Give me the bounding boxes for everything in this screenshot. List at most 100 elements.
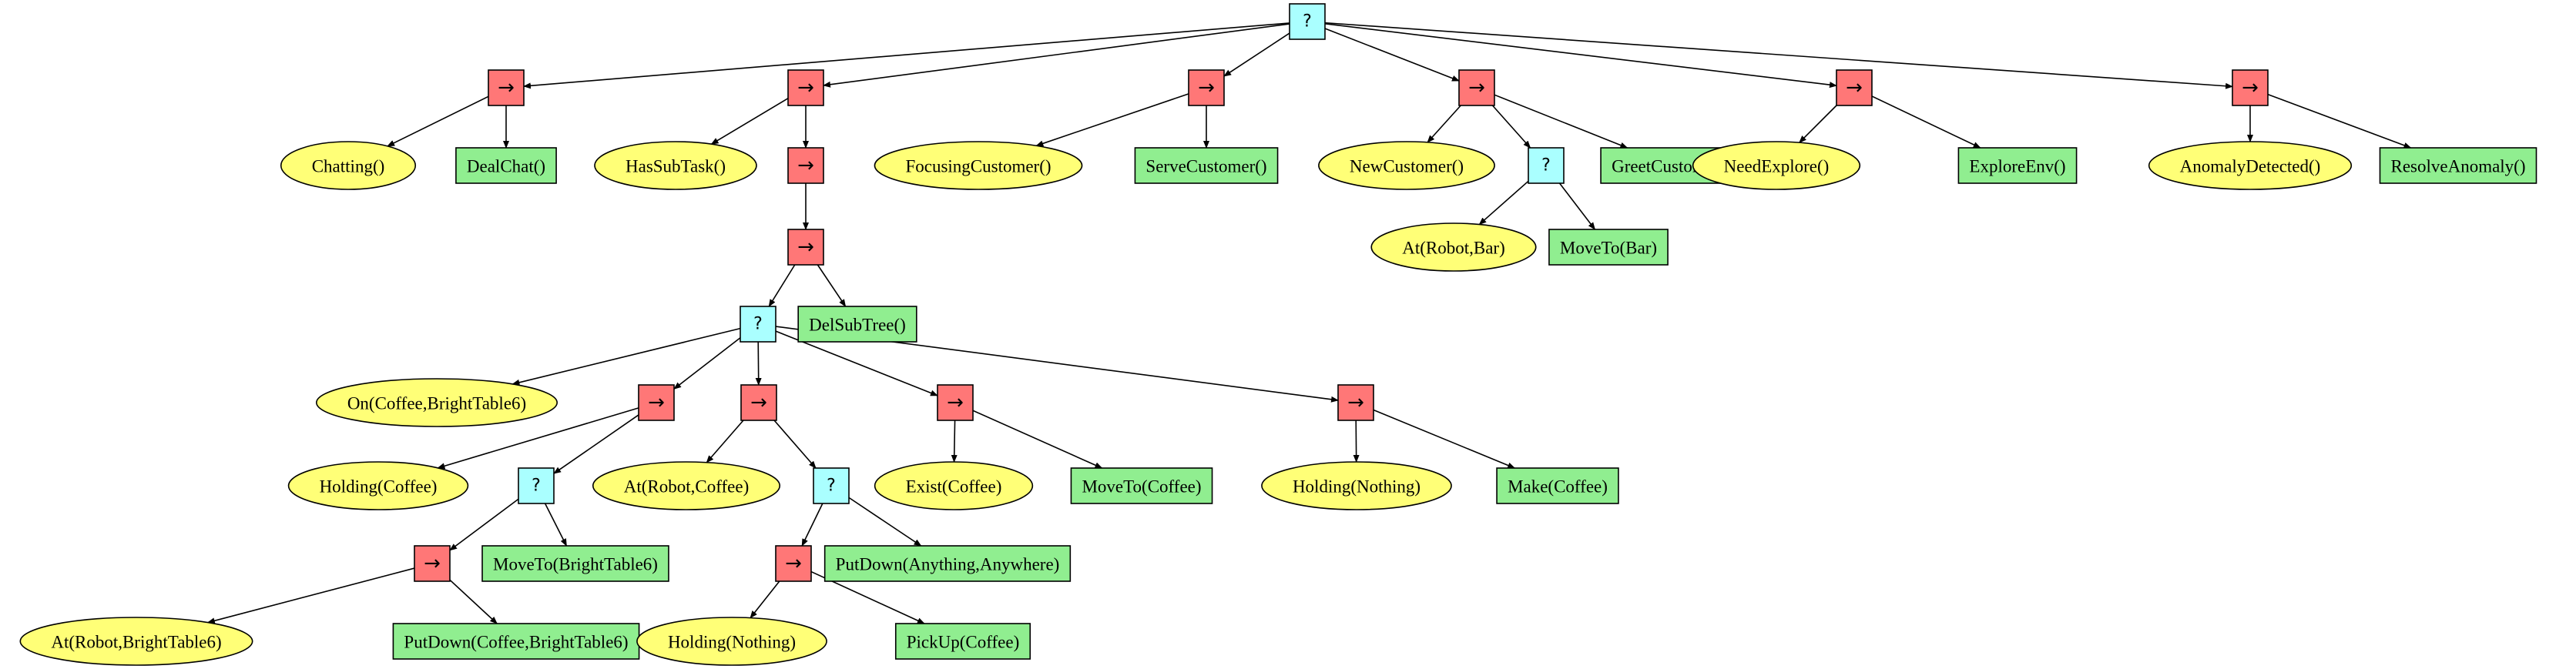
condition-shape bbox=[1261, 461, 1452, 510]
condition-shape bbox=[19, 617, 253, 666]
action-node: MoveTo(BrightTable6) bbox=[481, 545, 669, 582]
sequence-shape bbox=[638, 384, 675, 421]
sequence-symbol: → bbox=[947, 391, 964, 414]
condition-shape bbox=[1318, 141, 1495, 190]
selector-node: ? bbox=[1289, 3, 1326, 40]
edge-seq_make-to-a_make bbox=[1373, 409, 1516, 469]
condition-shape bbox=[2148, 141, 2353, 190]
condition-label: At(Robot,Coffee) bbox=[624, 477, 749, 497]
sequence-node: → bbox=[775, 545, 812, 582]
condition-node: Holding(Nothing) bbox=[636, 617, 827, 666]
selector-node: ? bbox=[740, 306, 776, 343]
condition-label: At(Robot,BrightTable6) bbox=[51, 633, 221, 652]
edge-sel_greet-to-a_movebar bbox=[1558, 182, 1596, 230]
action-label: MoveTo(BrightTable6) bbox=[493, 555, 658, 574]
edge-sel_pick-to-seq_pickup bbox=[801, 503, 823, 547]
sequence-node: → bbox=[1188, 69, 1225, 106]
sequence-symbol: → bbox=[797, 236, 814, 259]
action-node: ResolveAnomaly() bbox=[2379, 147, 2537, 184]
sequence-symbol: → bbox=[1468, 76, 1485, 99]
selector-shape bbox=[1528, 147, 1565, 184]
sequence-symbol: → bbox=[750, 391, 767, 414]
action-label: MoveTo(Coffee) bbox=[1082, 477, 1201, 497]
edge-sel_main-to-c_oncoffee bbox=[512, 327, 741, 386]
condition-label: AnomalyDetected() bbox=[2180, 157, 2321, 176]
action-shape bbox=[797, 306, 917, 343]
condition-shape bbox=[594, 141, 757, 190]
sequence-symbol: → bbox=[424, 552, 441, 575]
sequence-shape bbox=[937, 384, 974, 421]
action-shape bbox=[1134, 147, 1279, 184]
edge-root-to-seq_chat bbox=[523, 22, 1290, 89]
action-node: Make(Coffee) bbox=[1496, 467, 1619, 504]
action-label: DelSubTree() bbox=[809, 316, 906, 335]
edge-seq_greet-to-a_greet bbox=[1494, 94, 1628, 149]
condition-label: FocusingCustomer() bbox=[905, 157, 1051, 176]
edge-sel_main-to-seq_place bbox=[673, 337, 741, 390]
sequence-shape bbox=[787, 229, 824, 266]
sequence-node: → bbox=[488, 69, 525, 106]
selector-symbol: ? bbox=[753, 315, 763, 334]
action-label: PutDown(Anything,Anywhere) bbox=[836, 555, 1060, 574]
selector-symbol: ? bbox=[532, 477, 541, 496]
action-node: ServeCustomer() bbox=[1134, 147, 1279, 184]
action-node: DelSubTree() bbox=[797, 306, 917, 343]
action-label: ServeCustomer() bbox=[1145, 157, 1266, 176]
sequence-node: → bbox=[787, 69, 824, 106]
sequence-shape bbox=[787, 69, 824, 106]
selector-node: ? bbox=[1528, 147, 1565, 184]
condition-node: Chatting() bbox=[280, 141, 417, 190]
sequence-shape bbox=[488, 69, 525, 106]
condition-label: At(Robot,Bar) bbox=[1402, 239, 1505, 258]
edge-root-to-seq_anomaly bbox=[1324, 22, 2233, 89]
selector-shape bbox=[740, 306, 776, 343]
sequence-shape bbox=[414, 545, 451, 582]
sequence-symbol: → bbox=[498, 76, 515, 99]
condition-shape bbox=[592, 461, 781, 510]
edge-seq_greet-to-c_newcustomer bbox=[1427, 105, 1461, 143]
selector-shape bbox=[813, 467, 850, 504]
edge-root-to-seq_subtask bbox=[823, 23, 1290, 88]
edge-seq_serve-to-c_focusing bbox=[1035, 93, 1189, 147]
selector-shape bbox=[518, 467, 555, 504]
edge-root-to-seq_serve bbox=[1223, 32, 1290, 77]
condition-node: NeedExplore() bbox=[1692, 141, 1861, 190]
condition-shape bbox=[287, 461, 469, 510]
edge-seq_sub2-to-sel_main bbox=[768, 264, 796, 307]
action-shape bbox=[1957, 147, 2078, 184]
selector-node: ? bbox=[518, 467, 555, 504]
condition-label: Holding(Nothing) bbox=[1293, 477, 1420, 497]
sequence-symbol: → bbox=[648, 391, 665, 414]
sequence-shape bbox=[775, 545, 812, 582]
sequence-node: → bbox=[2232, 69, 2269, 106]
condition-node: HasSubTask() bbox=[594, 141, 757, 190]
sequence-symbol: → bbox=[1347, 391, 1364, 414]
edge-sel_pick-to-a_putdownany bbox=[848, 497, 922, 547]
condition-node: On(Coffee,BrightTable6) bbox=[316, 378, 558, 427]
sequence-shape bbox=[740, 384, 777, 421]
sequence-symbol: → bbox=[797, 76, 814, 99]
selector-node: ? bbox=[813, 467, 850, 504]
edge-seq_pickup-to-c_holdnothing2 bbox=[750, 580, 780, 619]
sequence-node: → bbox=[787, 229, 824, 266]
edge-seq_make-to-c_holdnothing bbox=[1353, 420, 1360, 463]
edge-seq_fetch-to-c_atcoffee bbox=[706, 420, 744, 463]
sequence-node: → bbox=[740, 384, 777, 421]
sequence-symbol: → bbox=[797, 154, 814, 177]
condition-node: At(Robot,Coffee) bbox=[592, 461, 781, 510]
action-node: PutDown(Coffee,BrightTable6) bbox=[392, 623, 640, 660]
edge-seq_put-to-a_putdown bbox=[449, 579, 498, 624]
edges bbox=[206, 22, 2412, 624]
action-shape bbox=[2379, 147, 2537, 184]
edge-seq_greet-to-sel_greet bbox=[1491, 105, 1531, 149]
action-shape bbox=[1548, 229, 1669, 266]
sequence-shape bbox=[1337, 384, 1374, 421]
action-label: PickUp(Coffee) bbox=[907, 633, 1019, 652]
sequence-symbol: → bbox=[1846, 76, 1863, 99]
condition-node: Holding(Nothing) bbox=[1261, 461, 1452, 510]
action-label: MoveTo(Bar) bbox=[1560, 239, 1657, 258]
sequence-node: → bbox=[787, 147, 824, 184]
sequence-shape bbox=[1836, 69, 1873, 106]
action-shape bbox=[455, 147, 557, 184]
condition-label: NewCustomer() bbox=[1350, 157, 1464, 176]
